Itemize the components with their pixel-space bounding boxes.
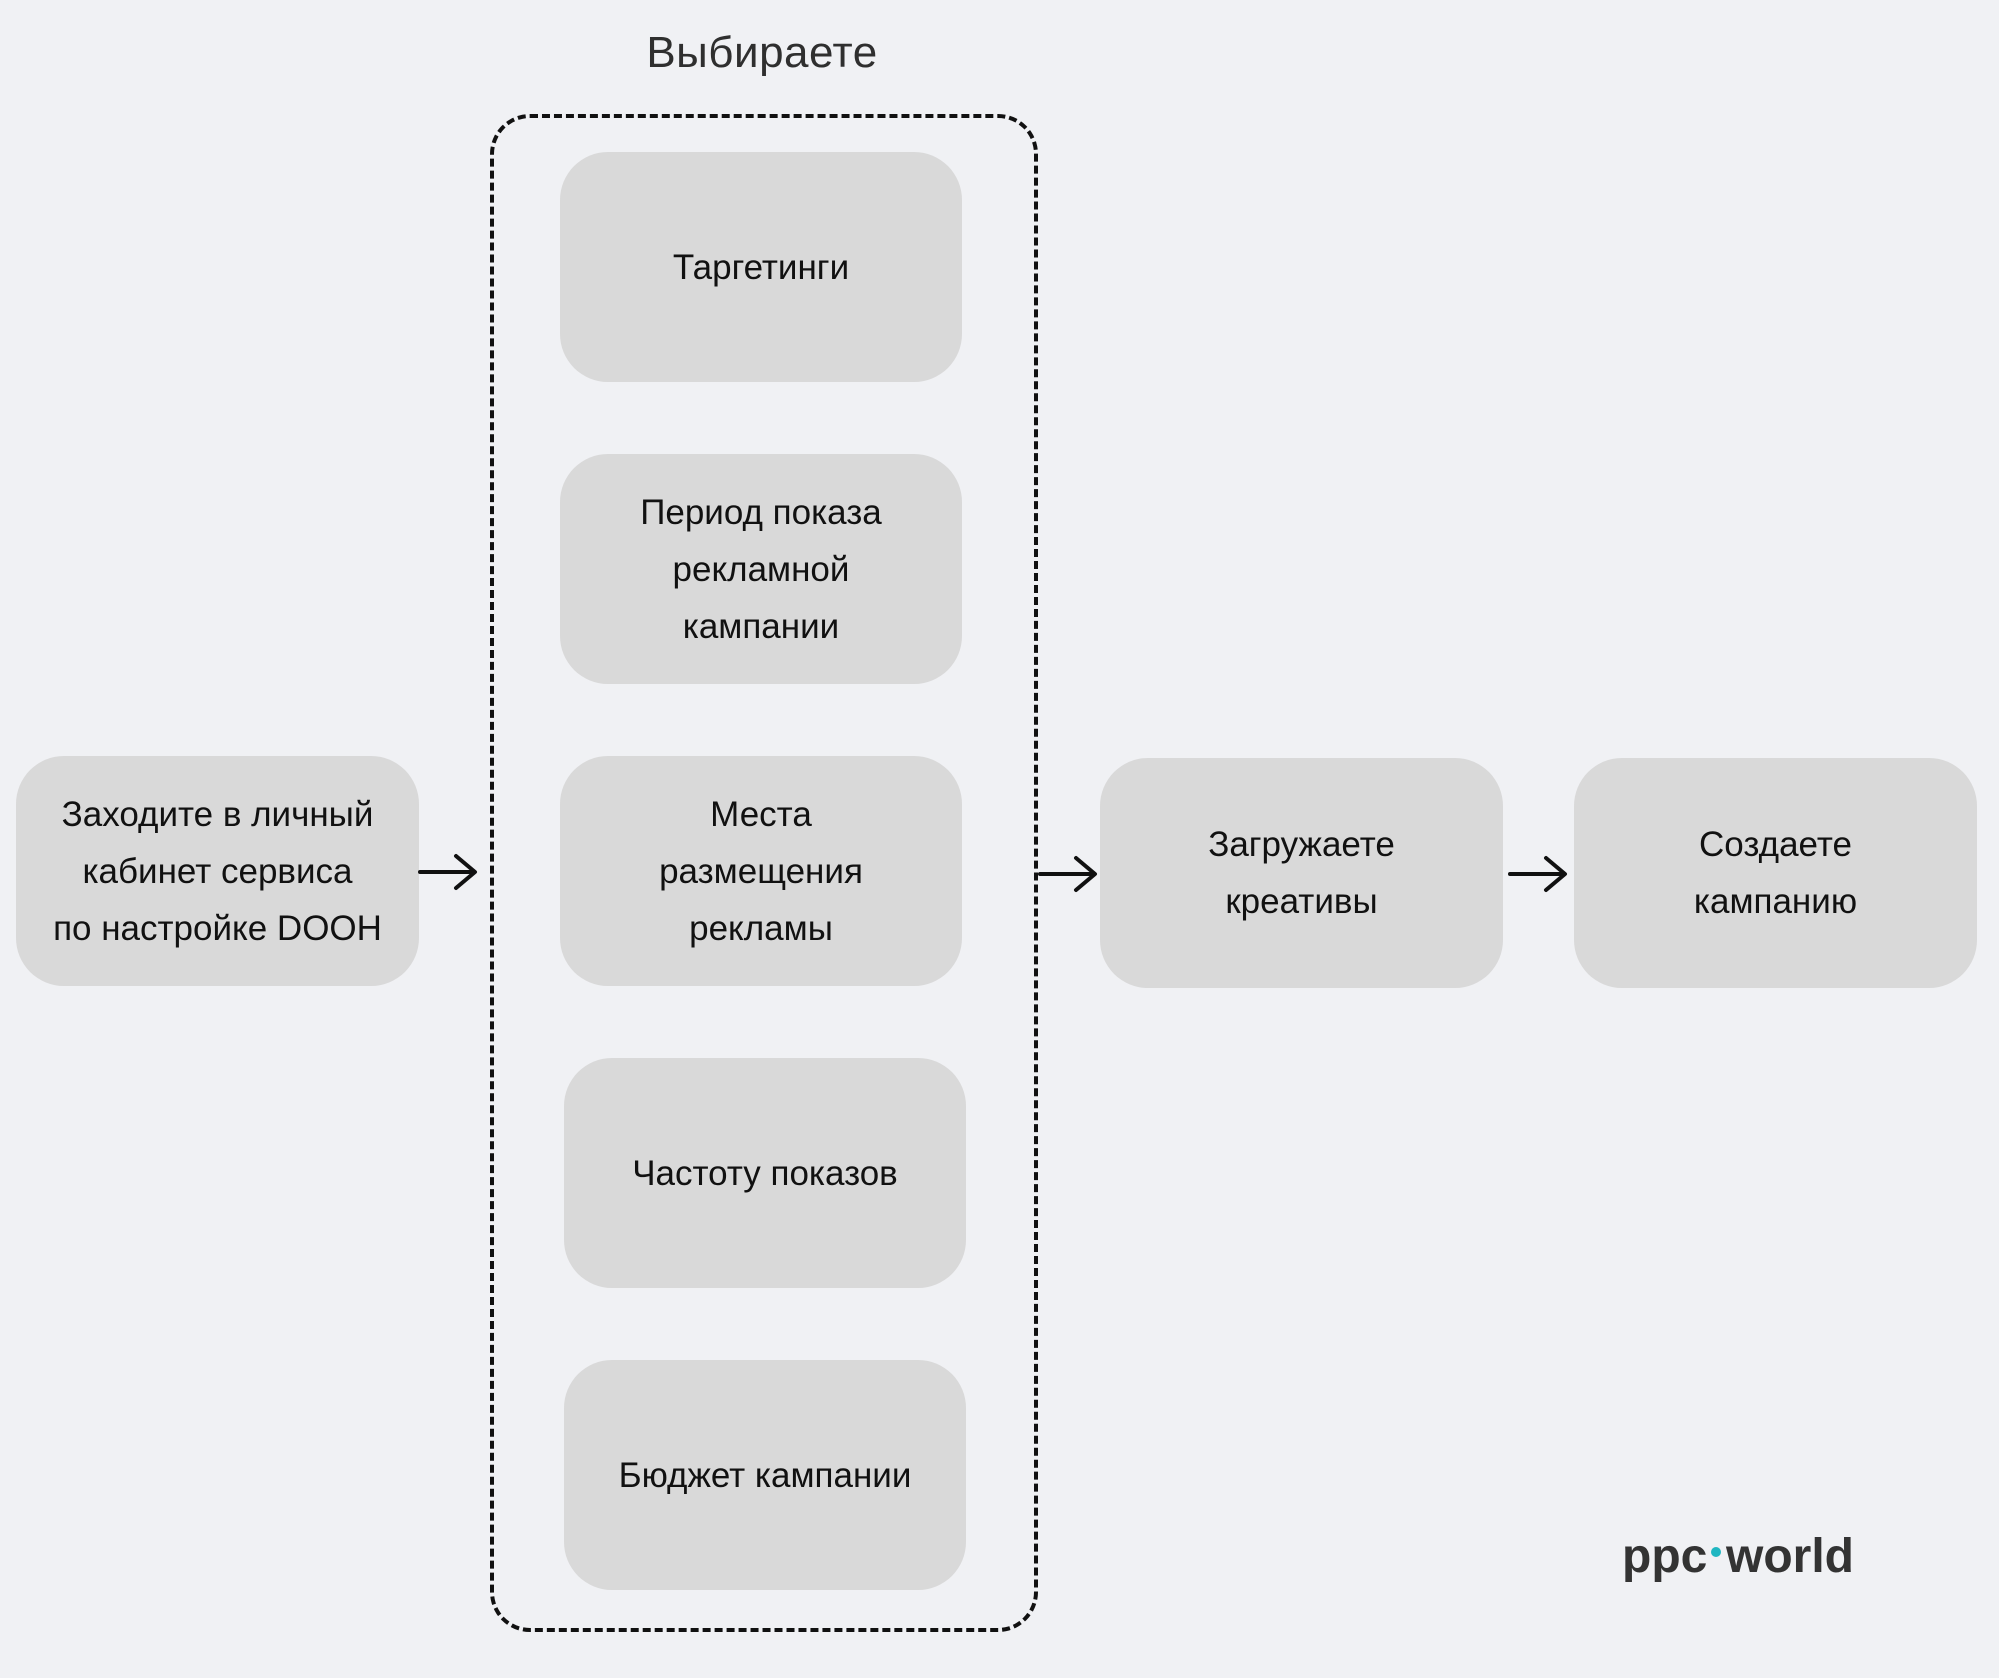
choice-frequency-box: Частоту показов	[564, 1058, 966, 1288]
step-login-box: Заходите в личный кабинет сервиса по нас…	[16, 756, 419, 986]
logo-dot-icon	[1711, 1547, 1721, 1557]
logo-text-right: world	[1725, 1530, 1854, 1583]
step-create-label: Создаете кампанию	[1693, 825, 1858, 921]
choice-targeting-label: Таргетинги	[672, 247, 850, 287]
arrow-right-icon	[1508, 854, 1570, 894]
choice-placements-box: Места размещения рекламы	[560, 756, 962, 986]
choice-frequency-label: Частоту показов	[632, 1153, 898, 1193]
arrow-right-icon	[418, 852, 480, 892]
step-create-box: Создаете кампанию	[1574, 758, 1977, 988]
choice-budget-label: Бюджет кампании	[618, 1455, 912, 1495]
group-title: Выбираете	[646, 28, 878, 77]
choices-dashed-frame	[490, 114, 1038, 1632]
step-upload-box: Загружаете креативы	[1100, 758, 1503, 988]
arrow-right-icon	[1038, 854, 1100, 894]
step-login-label: Заходите в личный кабинет сервиса по нас…	[53, 794, 382, 948]
logo-text-left: ppc	[1622, 1530, 1707, 1583]
step-upload-label: Загружаете креативы	[1208, 825, 1395, 921]
ppc-world-logo: ppc world	[1620, 1530, 1880, 1600]
choice-period-box: Период показа рекламной кампании	[560, 454, 962, 684]
choice-targeting-box: Таргетинги	[560, 152, 962, 382]
choice-budget-box: Бюджет кампании	[564, 1360, 966, 1590]
choice-period-label: Период показа рекламной кампании	[640, 492, 882, 646]
choice-placements-label: Места размещения рекламы	[659, 794, 863, 948]
